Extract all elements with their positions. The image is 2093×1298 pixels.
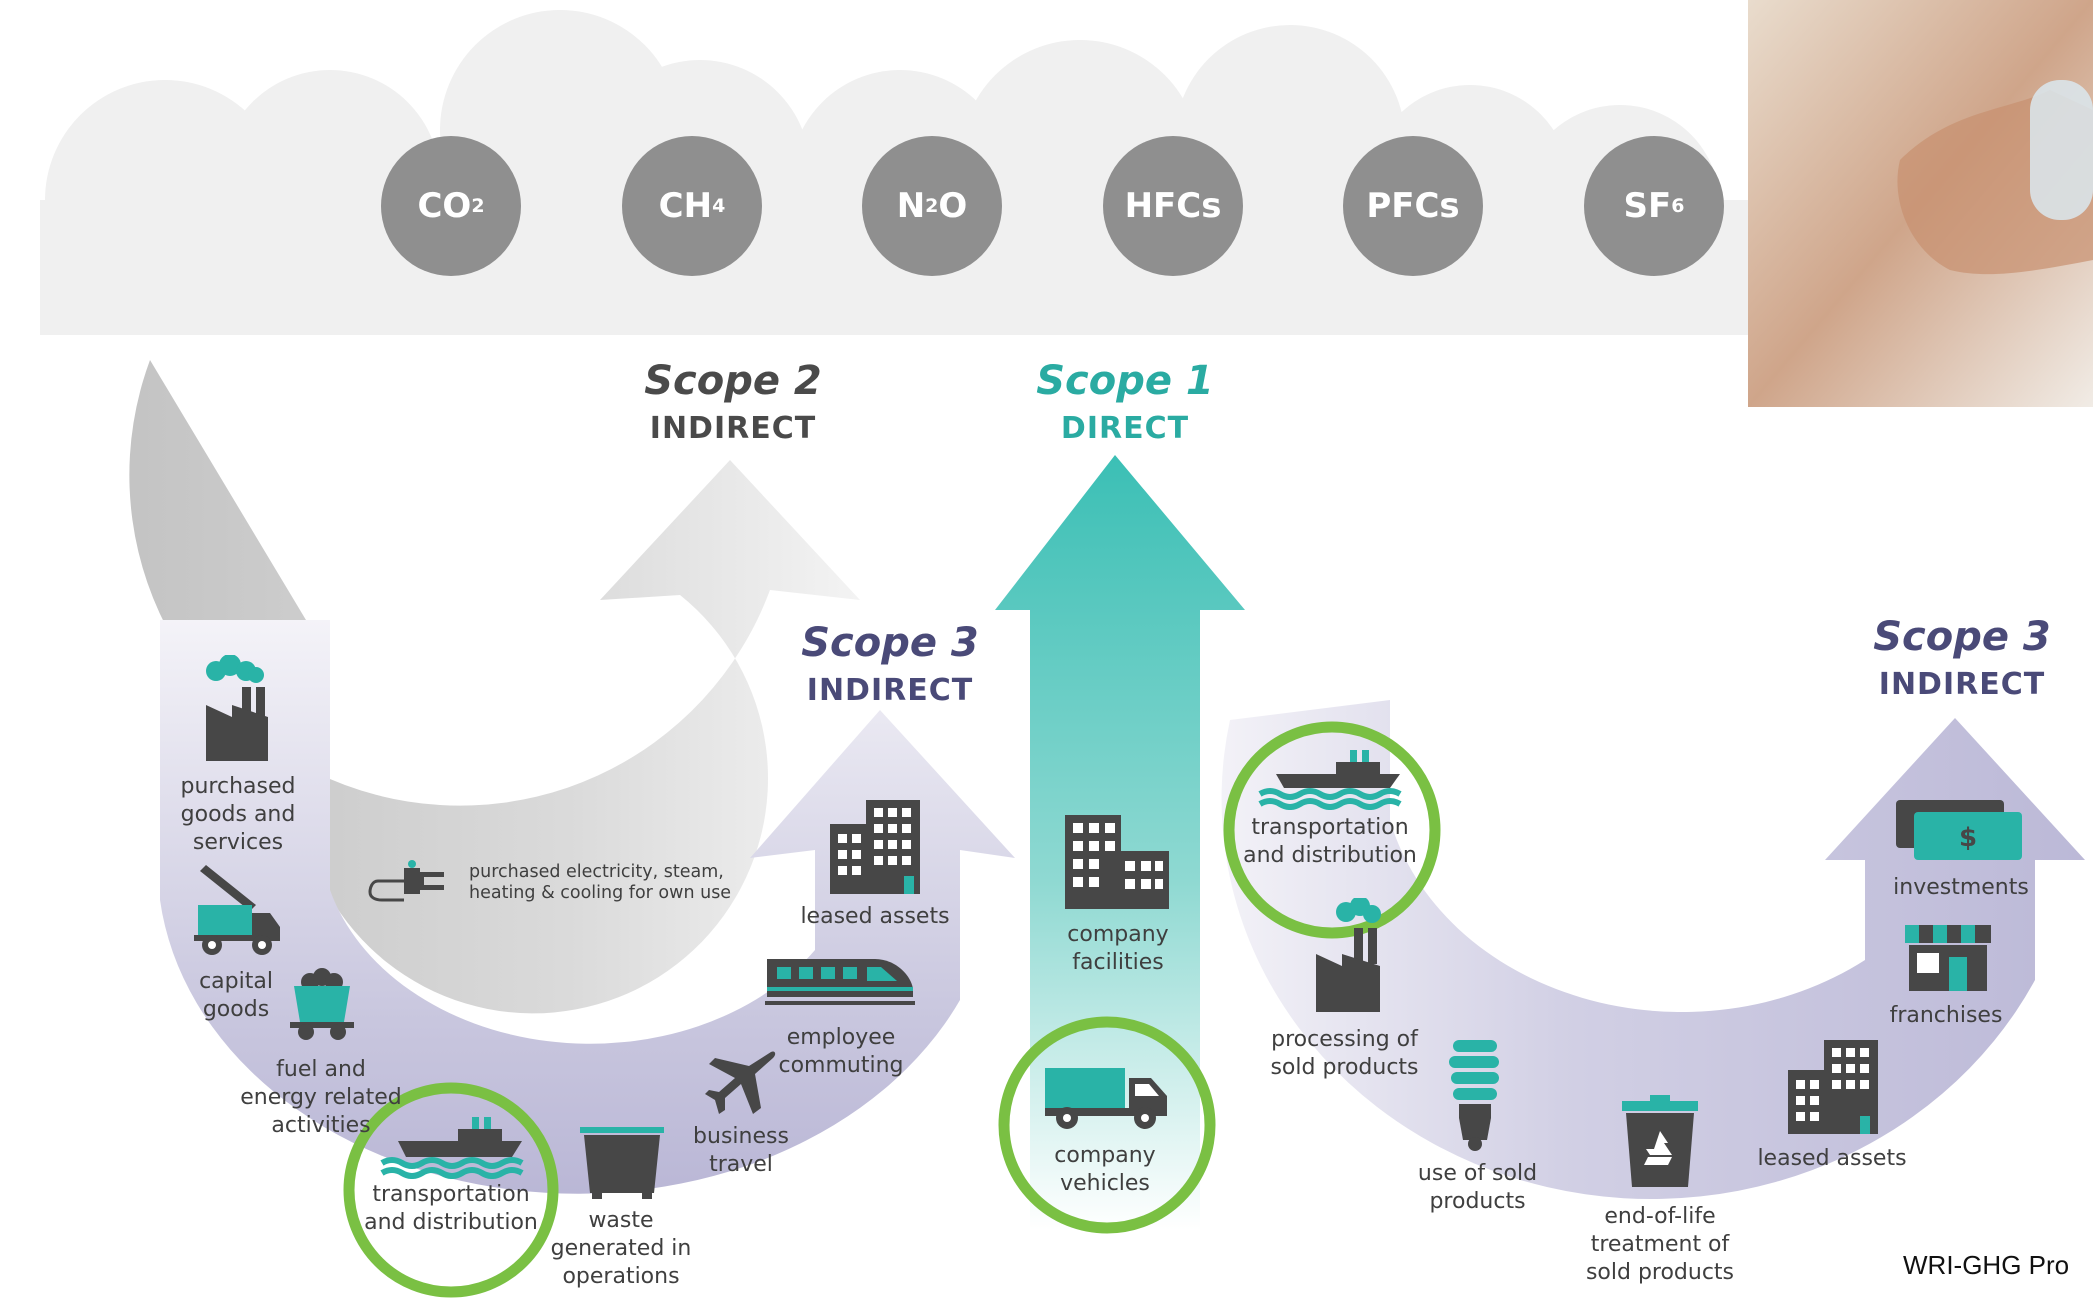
airplane-icon: [705, 1051, 776, 1114]
scope3-upstream-title: Scope 3: [801, 620, 979, 666]
ship-icon: [380, 1117, 524, 1179]
label-company-facilities: company facilities: [1067, 922, 1169, 975]
label-upstream-leased-assets: leased assets: [800, 904, 950, 929]
highlight-ring-company-vehicles: [998, 1016, 1216, 1234]
delivery-truck-icon: [1045, 1068, 1167, 1129]
factory-icon: [1316, 898, 1381, 1012]
highlight-ring-downstream-transport: [1223, 721, 1441, 939]
scope3-downstream-title: Scope 3: [1873, 614, 2051, 660]
highlight-ring-upstream-transport: [343, 1082, 559, 1298]
label-purchased-electricity: purchased electricity, steam, heating & …: [469, 862, 732, 903]
label-downstream-leased-assets: leased assets: [1757, 1146, 1907, 1171]
office-building-icon: [1788, 1040, 1878, 1134]
office-building-icon: [830, 800, 920, 894]
ship-icon: [1258, 750, 1402, 810]
scope3-downstream-subtitle: INDIRECT: [1878, 667, 2046, 702]
crane-truck-icon: [194, 865, 280, 955]
money-bills-icon: $: [1896, 800, 2022, 860]
company-facilities-building-icon: [1065, 815, 1169, 909]
factory-icon: [206, 655, 268, 761]
gas-hfcs-bubble: HFCs: [1103, 136, 1243, 276]
recycling-bin-icon: [1622, 1095, 1698, 1187]
scope3-upstream-subtitle: INDIRECT: [806, 673, 974, 708]
source-label: WRI-GHG Pro: [1903, 1250, 2070, 1280]
label-use-of-sold-products: use of sold products: [1417, 1161, 1538, 1214]
label-purchased-goods: purchased goods and services: [180, 774, 296, 855]
scope1-subtitle: DIRECT: [1060, 411, 1190, 446]
label-company-vehicles: company vehicles: [1054, 1143, 1156, 1196]
label-capital-goods: capital goods: [199, 969, 273, 1022]
label-employee-commuting: employee commuting: [778, 1025, 904, 1078]
scope2-subtitle: INDIRECT: [649, 411, 817, 446]
label-downstream-transportation: transportation and distribution: [1243, 815, 1417, 868]
label-upstream-transportation: transportation and distribution: [364, 1182, 538, 1235]
label-franchises: franchises: [1889, 1003, 2003, 1028]
label-waste: waste generated in operations: [550, 1208, 692, 1289]
storefront-icon: [1905, 925, 1991, 991]
dumpster-icon: [580, 1127, 664, 1199]
coal-cart-icon: [290, 968, 354, 1040]
train-icon: [765, 959, 915, 1005]
gas-pfcs-bubble: PFCs: [1343, 136, 1483, 276]
label-investments: investments: [1893, 875, 2029, 900]
scope2-title: Scope 2: [644, 358, 822, 404]
scope1-title: Scope 1: [1036, 358, 1214, 404]
label-fuel-energy: fuel and energy related activities: [240, 1057, 402, 1138]
light-bulb-icon: [1449, 1040, 1499, 1151]
power-plug-icon: [368, 860, 444, 902]
label-end-of-life: end-of-life treatment of sold products: [1585, 1204, 1735, 1285]
label-processing: processing of sold products: [1270, 1027, 1419, 1080]
scope3-upstream-arrow: [160, 620, 1015, 1194]
label-business-travel: business travel: [693, 1124, 789, 1177]
dollar-sign: $: [1959, 823, 1977, 853]
